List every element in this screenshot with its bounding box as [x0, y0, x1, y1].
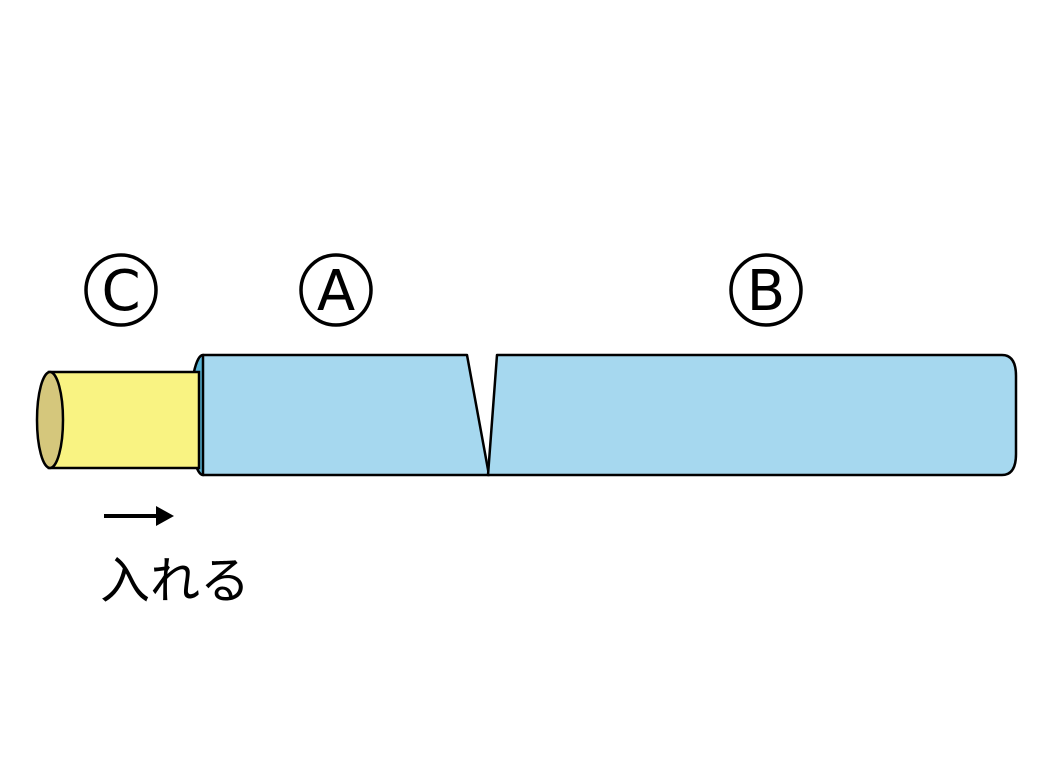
label-b-circle	[729, 253, 803, 327]
label-c: C	[84, 253, 158, 327]
right-arrow-icon	[104, 506, 174, 526]
label-c-letter: C	[101, 259, 140, 324]
tube-section-b	[486, 353, 1018, 477]
rod-end-cap	[35, 370, 65, 470]
insert-action-label: 入れる	[100, 552, 250, 610]
label-a: A	[299, 253, 373, 327]
label-a-letter: A	[317, 259, 355, 324]
arrow-head	[156, 506, 174, 526]
label-b: B	[729, 253, 803, 327]
label-c-circle	[84, 253, 158, 327]
tube-section-a	[201, 353, 491, 477]
label-a-circle	[299, 253, 373, 327]
label-b-letter: B	[747, 259, 785, 324]
rod-body	[47, 370, 201, 470]
